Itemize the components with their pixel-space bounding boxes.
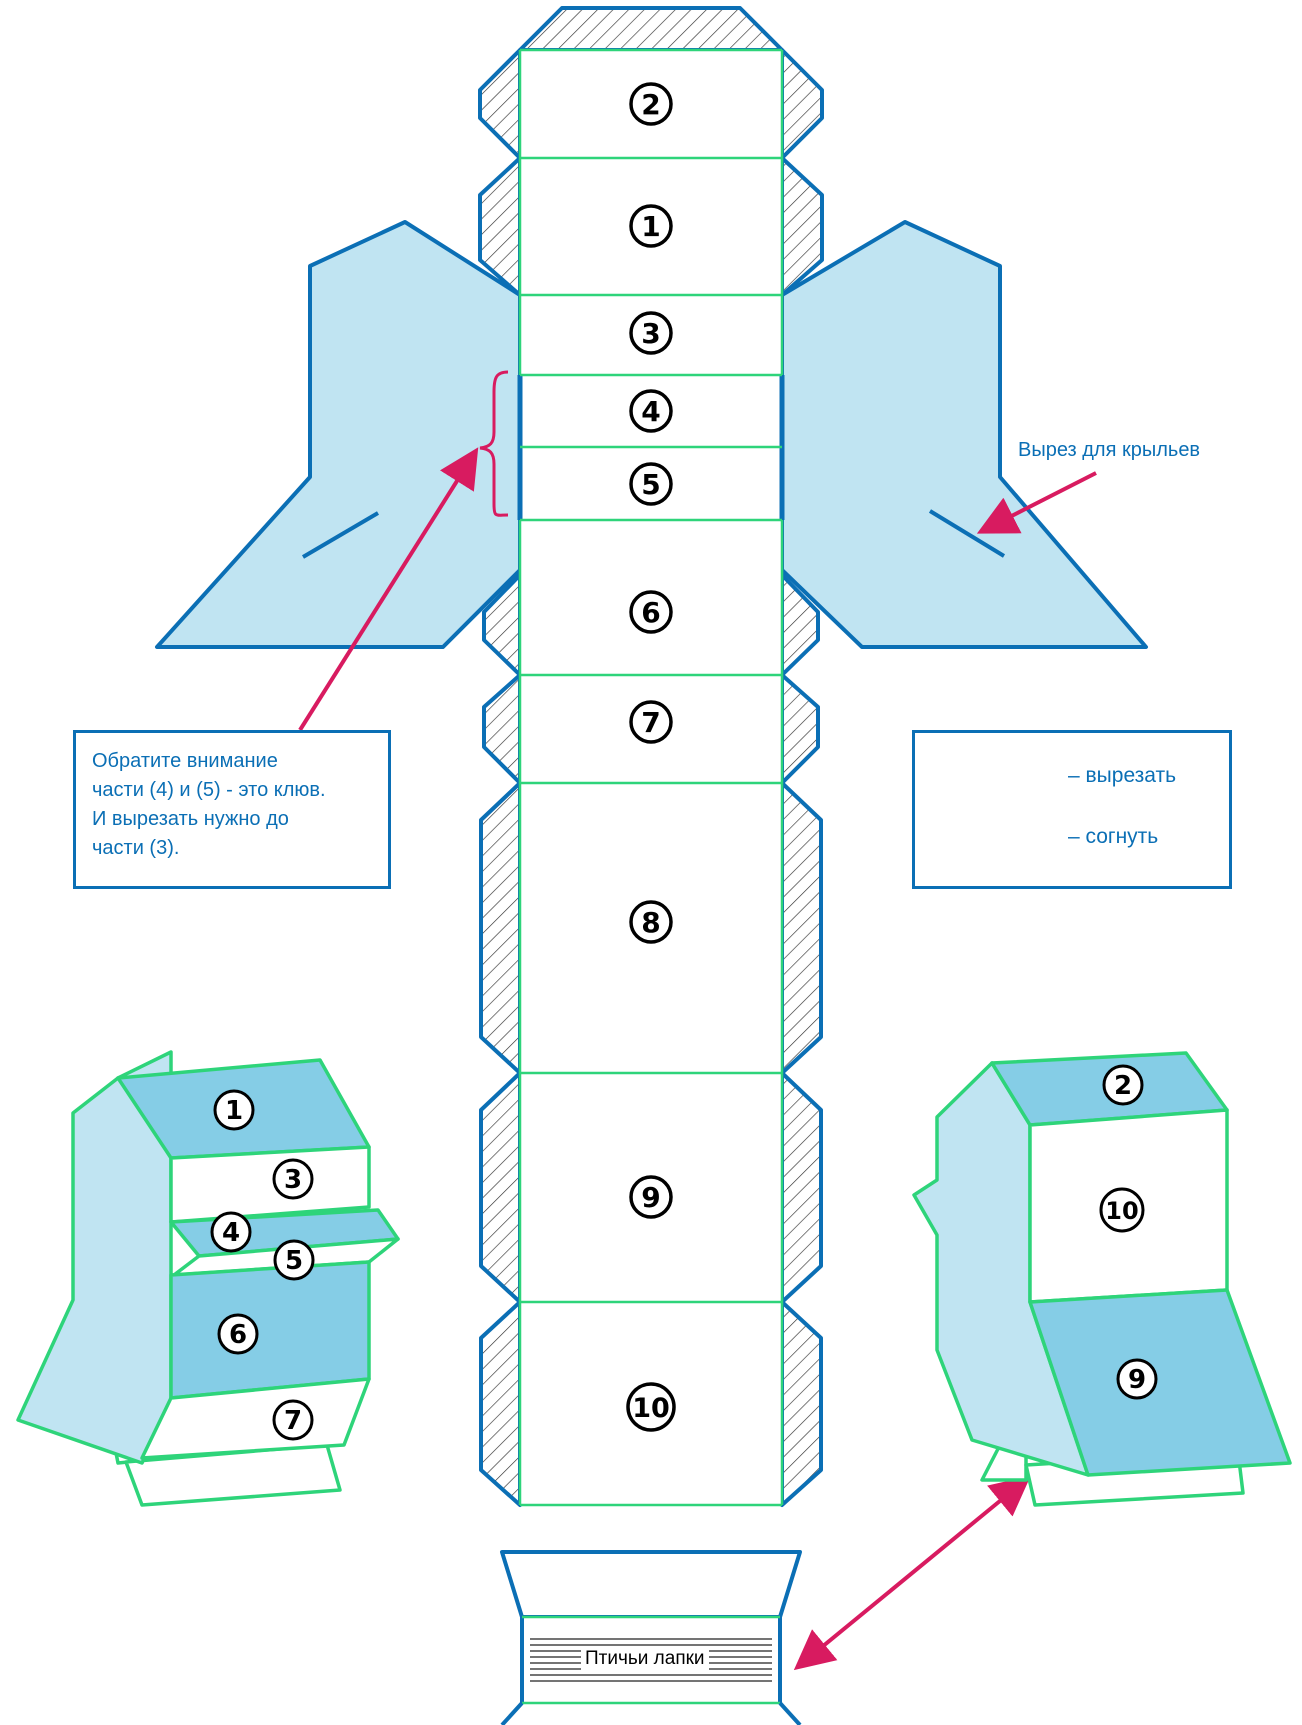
- glue-flap: [479, 1300, 522, 1507]
- svg-text:6: 6: [641, 596, 660, 629]
- svg-text:9: 9: [641, 1181, 660, 1214]
- svg-text:4: 4: [222, 1218, 240, 1248]
- feet-arrow: [793, 1475, 1031, 1671]
- glue-flap: [780, 781, 823, 1075]
- back-view-labels: 2 10 9: [1099, 1064, 1158, 1400]
- panel-label-8: 8: [629, 900, 673, 944]
- glue-flap: [518, 6, 784, 52]
- svg-text:3: 3: [284, 1165, 302, 1195]
- beak-note-line: И вырезать нужно до: [92, 808, 289, 830]
- svg-text:5: 5: [641, 468, 660, 501]
- main-strip: [517, 48, 785, 1507]
- glue-flap: [478, 48, 522, 160]
- legend-cut-label: – вырезать: [1068, 764, 1177, 787]
- front-panel-7: [140, 1377, 371, 1460]
- svg-text:5: 5: [285, 1246, 303, 1276]
- svg-text:1: 1: [225, 1096, 243, 1126]
- front-label-6: 6: [217, 1313, 259, 1355]
- glue-flap: [780, 48, 824, 160]
- front-panel-3: [169, 1145, 371, 1224]
- back-panel-9: [1028, 1288, 1292, 1477]
- back-label-9: 9: [1116, 1358, 1158, 1400]
- panel-label-3: 3: [629, 311, 673, 355]
- svg-text:2: 2: [641, 88, 660, 121]
- bird-front-view: [16, 1050, 400, 1507]
- panel-label-7: 7: [629, 700, 673, 744]
- svg-text:9: 9: [1128, 1365, 1146, 1395]
- beak-note-line: части (3).: [92, 837, 180, 859]
- front-label-7: 7: [272, 1399, 314, 1441]
- panel-label-10: 10: [626, 1382, 676, 1432]
- back-label-10: 10: [1099, 1187, 1145, 1233]
- wing-cut-label: Вырез для крыльев: [1018, 439, 1201, 461]
- glue-flap: [780, 673, 820, 785]
- svg-text:3: 3: [641, 317, 660, 350]
- panel-label-9: 9: [629, 1175, 673, 1219]
- front-view-labels: 1 3 4 5 6 7: [210, 1089, 315, 1441]
- left-wing: [155, 220, 522, 649]
- glue-flap: [780, 1071, 823, 1304]
- net-panel-labels: 2 1 3 4 5 6 7 8: [626, 82, 676, 1432]
- svg-text:2: 2: [1114, 1071, 1132, 1101]
- front-label-4: 4: [210, 1211, 252, 1253]
- beak-note-line: части (4) и (5) - это клюв.: [92, 779, 326, 801]
- back-label-2: 2: [1102, 1064, 1144, 1106]
- glue-flap: [479, 781, 522, 1075]
- right-wing-slit: [928, 509, 1006, 558]
- panel-label-4: 4: [629, 389, 673, 433]
- glue-flap: [482, 673, 522, 785]
- right-wing: [780, 220, 1148, 649]
- panel-label-6: 6: [629, 590, 673, 634]
- svg-text:8: 8: [641, 906, 660, 939]
- panel-label-5: 5: [629, 462, 673, 506]
- left-wing-slit: [301, 511, 380, 559]
- panel-label-2: 2: [629, 82, 673, 126]
- svg-text:10: 10: [632, 1393, 670, 1424]
- beak-note-arrow: [298, 447, 479, 732]
- wing-cut-arrow: [976, 471, 1097, 534]
- front-label-5: 5: [273, 1239, 315, 1281]
- bird-back-view: [912, 1051, 1292, 1507]
- legend-fold-label: – согнуть: [1068, 825, 1159, 848]
- feet-label: Птичьи лапки: [581, 1648, 709, 1670]
- legend-box: [912, 730, 1232, 889]
- svg-text:4: 4: [641, 395, 660, 428]
- svg-text:10: 10: [1105, 1197, 1138, 1225]
- beak-note-box: Обратите внимание части (4) и (5) - это …: [73, 730, 391, 889]
- feet-piece: [500, 1550, 802, 1725]
- beak-note-line: Обратите внимание: [92, 750, 278, 772]
- glue-flap: [479, 1071, 522, 1304]
- svg-text:1: 1: [641, 210, 660, 243]
- front-panel-6: [169, 1260, 371, 1400]
- panel-label-1: 1: [629, 204, 673, 248]
- svg-text:7: 7: [284, 1406, 302, 1436]
- svg-text:7: 7: [641, 706, 660, 739]
- svg-text:6: 6: [229, 1320, 247, 1350]
- front-label-3: 3: [272, 1158, 314, 1200]
- front-label-1: 1: [213, 1089, 255, 1131]
- glue-flap: [780, 1300, 823, 1507]
- beak-brace: [479, 370, 509, 517]
